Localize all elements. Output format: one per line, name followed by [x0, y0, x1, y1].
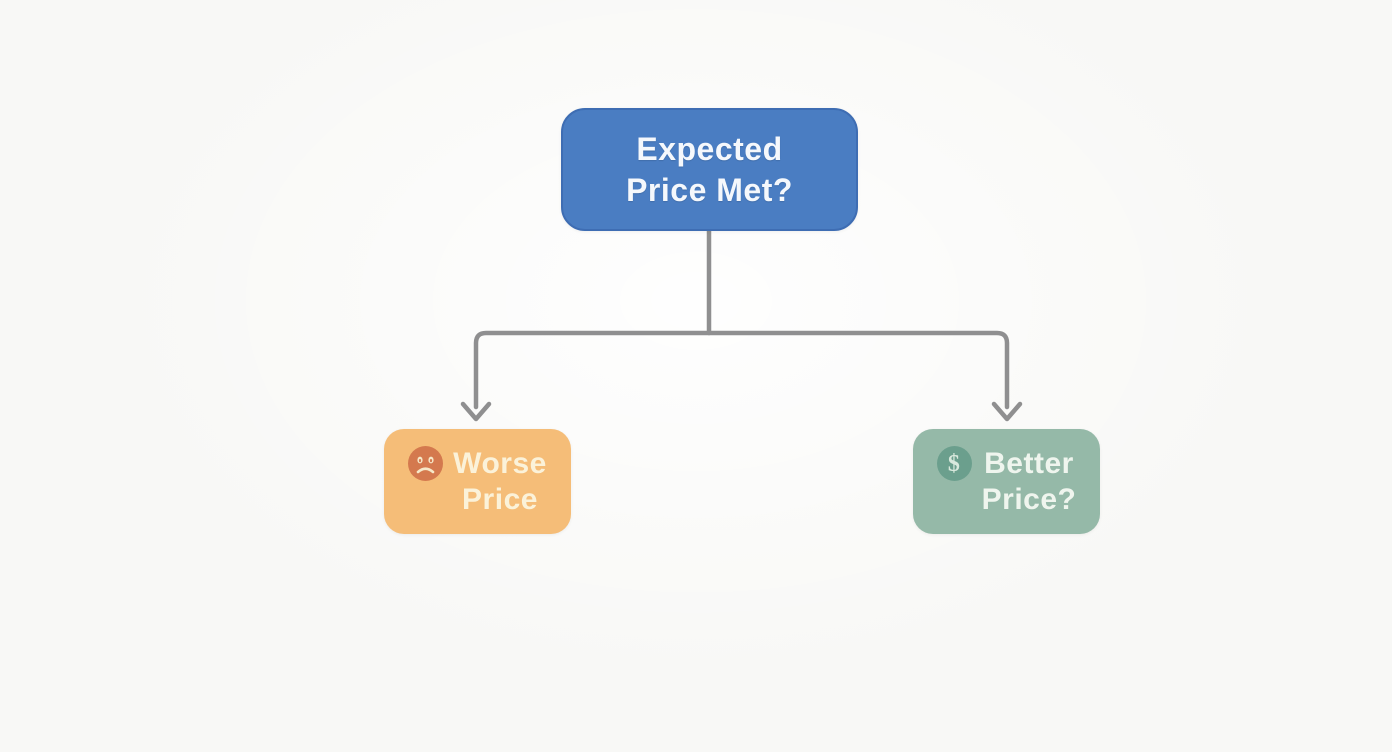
node-root-label: Expected Price Met?: [626, 130, 793, 208]
sad-face-icon: [408, 446, 444, 481]
node-better-price-label: Better Price?: [981, 446, 1077, 516]
arrowhead-right: [991, 401, 1023, 422]
dollar-glyph: $: [947, 450, 961, 477]
node-better-price: $ Better Price?: [913, 429, 1100, 534]
dollar-coin-icon: $: [936, 446, 972, 481]
connector-branch-bar: [473, 330, 1010, 410]
node-worse-price: Worse Price: [384, 429, 571, 534]
arrowhead-left: [460, 401, 492, 422]
node-expected-price-met: Expected Price Met?: [561, 108, 858, 231]
node-worse-price-label: Worse Price: [453, 446, 547, 516]
